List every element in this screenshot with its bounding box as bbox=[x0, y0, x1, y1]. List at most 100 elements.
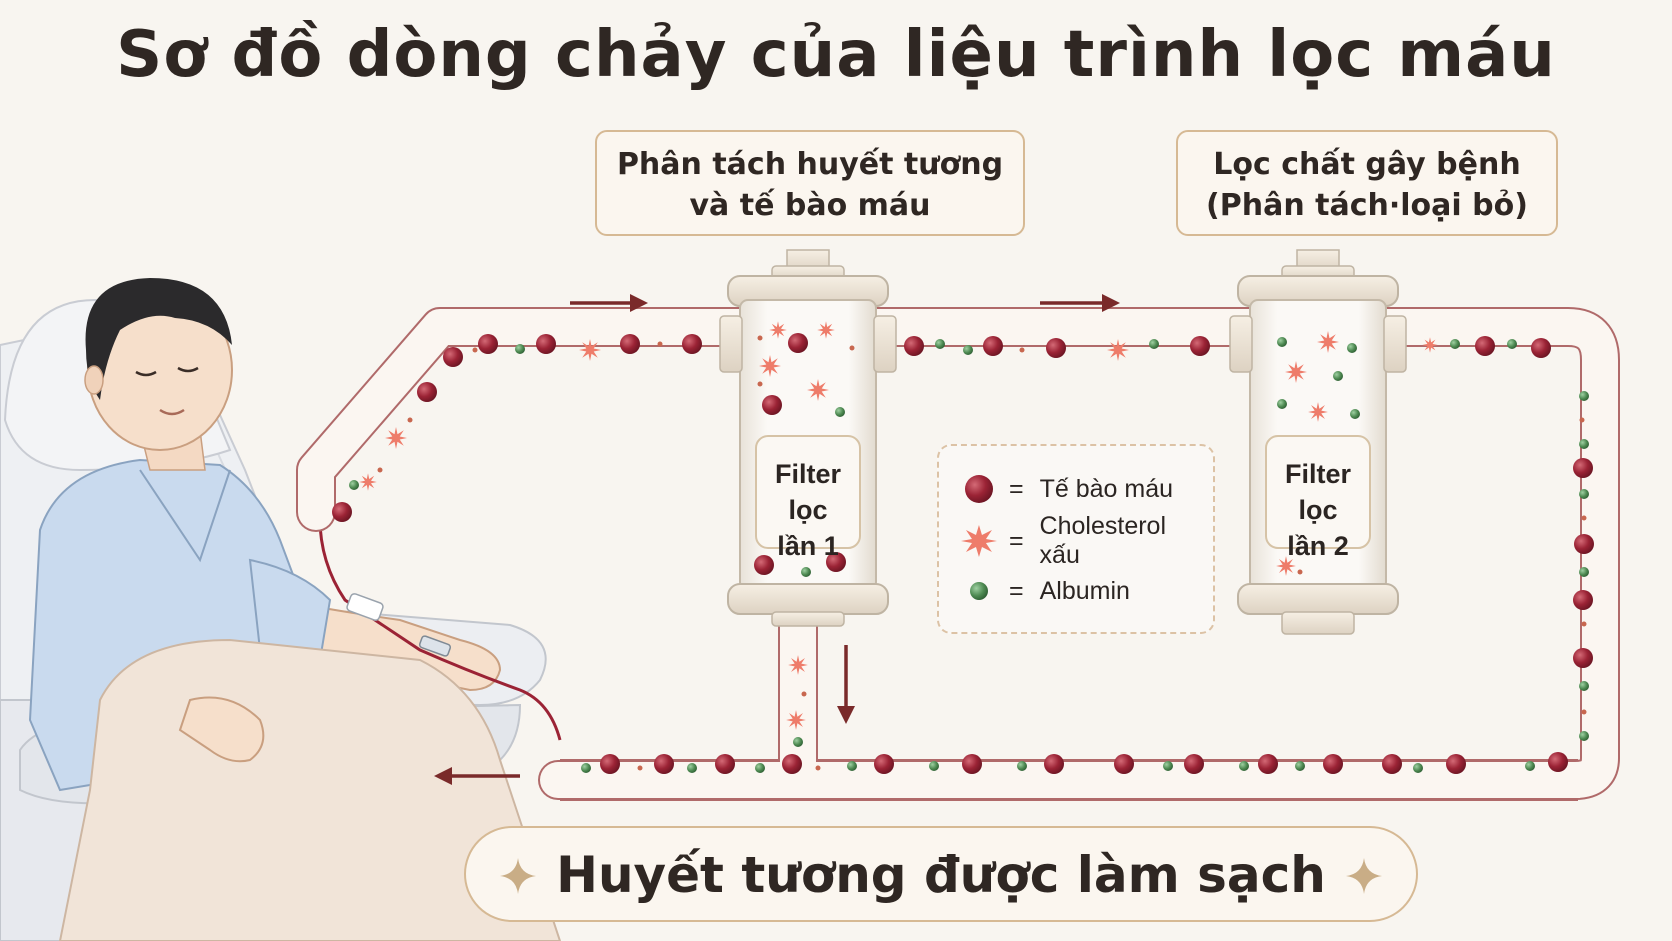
trace-particle bbox=[1019, 347, 1025, 353]
blood-cell-particle bbox=[762, 395, 782, 415]
blood-cell-particle bbox=[1574, 534, 1594, 554]
sparkle-icon bbox=[1346, 858, 1382, 894]
albumin-particle bbox=[929, 761, 939, 771]
blood-cell-particle bbox=[1323, 754, 1343, 774]
step-2-label-box: Lọc chất gây bệnh (Phân tách·loại bỏ) bbox=[1176, 130, 1558, 236]
cholesterol-particle bbox=[788, 655, 808, 675]
blood-cell-particle bbox=[478, 334, 498, 354]
trace-particle bbox=[757, 381, 763, 387]
filter-2-line-2: lần 2 bbox=[1287, 531, 1349, 561]
legend-equals: = bbox=[1009, 474, 1024, 503]
blood-cell-particle bbox=[1573, 458, 1593, 478]
step-2-line-1: Lọc chất gây bệnh bbox=[1213, 147, 1521, 182]
filter-1 bbox=[719, 249, 897, 627]
blood-cell-icon bbox=[965, 475, 993, 503]
step-2-line-2: (Phân tách·loại bỏ) bbox=[1206, 188, 1528, 223]
blood-cell-particle bbox=[1046, 338, 1066, 358]
cholesterol-particle bbox=[807, 379, 829, 401]
blood-cell-particle bbox=[654, 754, 674, 774]
step-1-line-1: Phân tách huyết tương bbox=[616, 147, 1004, 182]
legend-label-albumin: Albumin bbox=[1039, 576, 1130, 605]
trace-particle bbox=[407, 417, 413, 423]
patient-illustration bbox=[0, 278, 562, 941]
arrow-right-icon bbox=[1040, 294, 1120, 312]
blood-tube-circuit bbox=[296, 307, 1620, 801]
albumin-particle bbox=[1579, 567, 1589, 577]
filter-particles bbox=[754, 321, 1360, 577]
albumin-particle bbox=[755, 763, 765, 773]
albumin-particle bbox=[835, 407, 845, 417]
arrow-down-icon bbox=[837, 645, 855, 724]
albumin-particle bbox=[1579, 681, 1589, 691]
blood-cell-particle bbox=[536, 334, 556, 354]
trace-particle bbox=[472, 347, 478, 353]
blood-cell-particle bbox=[1573, 590, 1593, 610]
trace-particle bbox=[1579, 417, 1585, 423]
blood-cell-particle bbox=[788, 333, 808, 353]
blood-cell-particle bbox=[983, 336, 1003, 356]
albumin-icon bbox=[970, 582, 988, 600]
filter-1-line-2: lần 1 bbox=[777, 531, 839, 561]
legend-label-cholesterol: Cholesterol xấu bbox=[1039, 512, 1166, 569]
cholesterol-particle bbox=[769, 321, 787, 339]
sparkle-icon bbox=[500, 858, 536, 894]
albumin-particle bbox=[1347, 343, 1357, 353]
albumin-particle bbox=[1579, 489, 1589, 499]
albumin-particle bbox=[1277, 399, 1287, 409]
legend-equals: = bbox=[1008, 526, 1024, 555]
albumin-particle bbox=[1295, 761, 1305, 771]
blood-cell-particle bbox=[332, 502, 352, 522]
albumin-particle bbox=[687, 763, 697, 773]
legend-label-blood-cell: Tế bào máu bbox=[1039, 474, 1174, 503]
albumin-particle bbox=[1579, 439, 1589, 449]
step-1-label-box: Phân tách huyết tương và tế bào máu bbox=[595, 130, 1025, 236]
blood-cell-particle bbox=[1573, 648, 1593, 668]
blood-cell-particle bbox=[826, 552, 846, 572]
albumin-particle bbox=[515, 344, 525, 354]
blood-cell-particle bbox=[1548, 752, 1568, 772]
blood-cell-particle bbox=[417, 382, 437, 402]
cholesterol-icon bbox=[960, 525, 997, 557]
albumin-particle bbox=[1413, 763, 1423, 773]
albumin-particle bbox=[1507, 339, 1517, 349]
albumin-particle bbox=[1239, 761, 1249, 771]
cholesterol-particle bbox=[1422, 337, 1438, 353]
blood-cell-particle bbox=[904, 336, 924, 356]
trace-particle bbox=[1581, 709, 1587, 715]
legend-item-albumin: = Albumin bbox=[959, 574, 1130, 608]
trace-particle bbox=[757, 335, 763, 341]
result-text: Huyết tương được làm sạch bbox=[556, 846, 1326, 904]
albumin-particle bbox=[1350, 409, 1360, 419]
flow-arrows bbox=[434, 294, 1120, 785]
albumin-particle bbox=[1525, 761, 1535, 771]
cholesterol-particle bbox=[1276, 556, 1296, 576]
cholesterol-particle bbox=[817, 321, 835, 339]
albumin-particle bbox=[349, 480, 359, 490]
cholesterol-particle bbox=[579, 339, 601, 361]
cholesterol-particle bbox=[1317, 331, 1339, 353]
trace-particle bbox=[1581, 515, 1587, 521]
blood-cell-particle bbox=[1114, 754, 1134, 774]
albumin-particle bbox=[1579, 391, 1589, 401]
trace-particle bbox=[637, 765, 643, 771]
cholesterol-particle bbox=[759, 355, 781, 377]
albumin-particle bbox=[935, 339, 945, 349]
albumin-particle bbox=[1333, 371, 1343, 381]
trace-particle bbox=[849, 345, 855, 351]
blood-cell-particle bbox=[1184, 754, 1204, 774]
filter-1-label: Filter lọc lần 1 bbox=[753, 456, 863, 564]
blood-cell-particle bbox=[782, 754, 802, 774]
blood-cell-particle bbox=[1446, 754, 1466, 774]
albumin-particle bbox=[1017, 761, 1027, 771]
blood-cell-particle bbox=[1044, 754, 1064, 774]
flow-particles bbox=[332, 334, 1594, 774]
legend-item-blood-cell: = Tế bào máu bbox=[959, 472, 1173, 506]
legend-item-cholesterol: = Cholesterol xấu bbox=[959, 512, 1213, 569]
albumin-particle bbox=[1163, 761, 1173, 771]
legend: = Tế bào máu = Cholesterol xấu = Albumin bbox=[937, 444, 1215, 634]
blood-cell-particle bbox=[754, 555, 774, 575]
filter-1-line-1: Filter lọc bbox=[774, 459, 841, 525]
blood-cell-particle bbox=[1190, 336, 1210, 356]
blood-cell-particle bbox=[682, 334, 702, 354]
arrow-right-icon bbox=[570, 294, 648, 312]
